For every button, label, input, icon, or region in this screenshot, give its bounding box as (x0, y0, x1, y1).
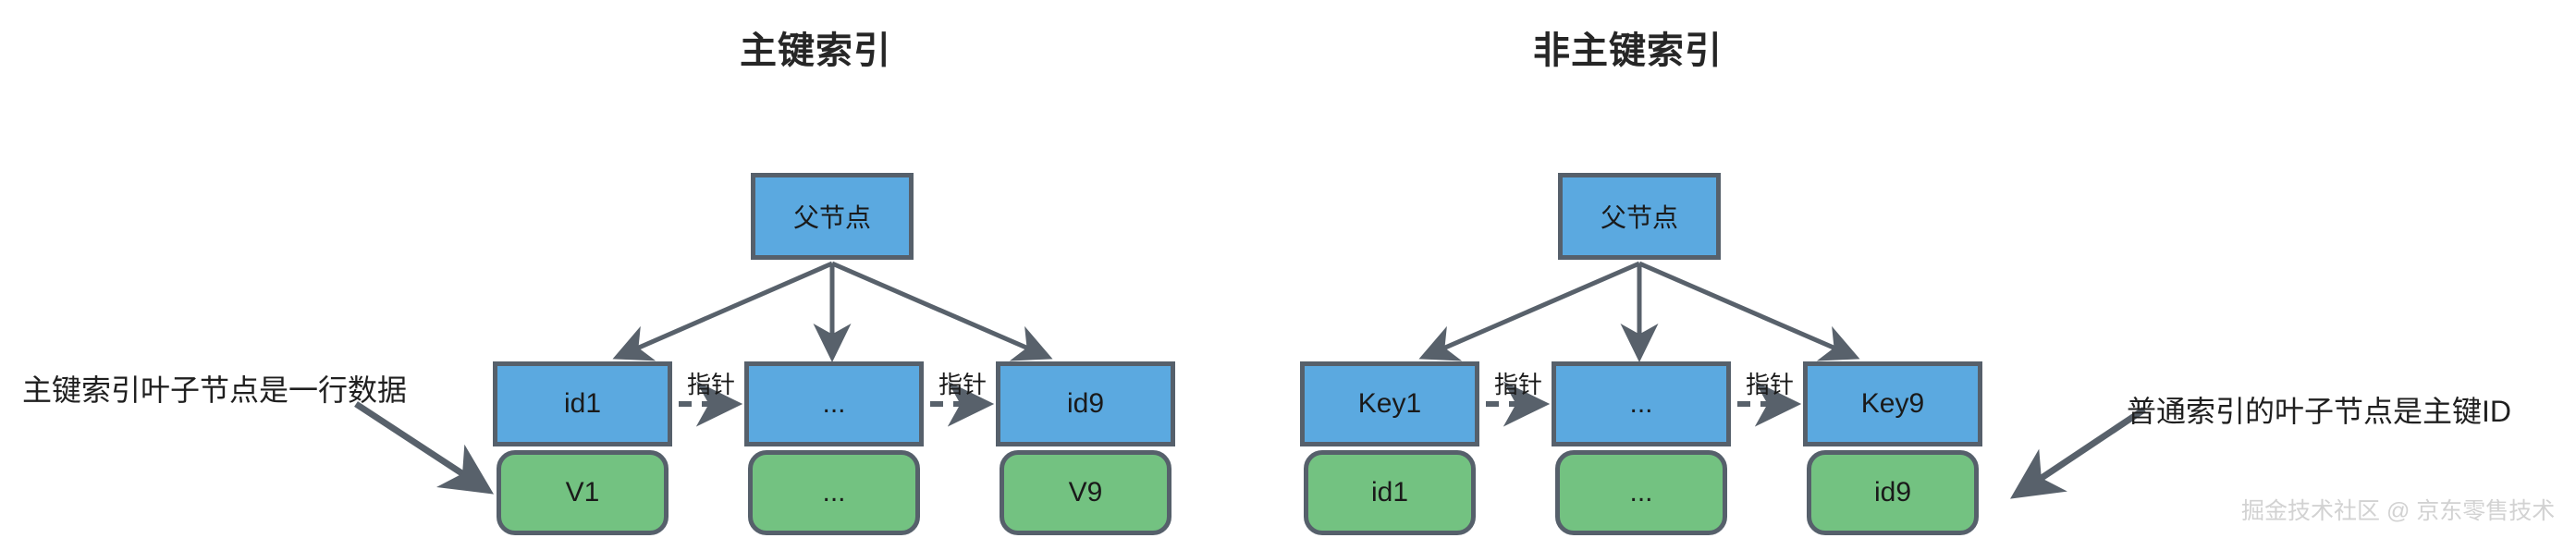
parent-node-primary-label: 父节点 (792, 203, 871, 232)
pointer-label-left-0: 指针 (686, 371, 735, 398)
index-node-left-1[interactable]: ... (744, 361, 924, 446)
index-node-right-2-label: Key9 (1860, 388, 1925, 419)
index-node-left-2[interactable]: id9 (996, 361, 1175, 446)
data-node-right-2[interactable]: id9 (1807, 450, 1979, 535)
data-node-right-2-label: id9 (1873, 477, 1912, 507)
pointer-label-right-0: 指针 (1493, 371, 1542, 398)
data-node-right-0[interactable]: id1 (1304, 450, 1476, 535)
index-node-left-0-label: id1 (563, 388, 602, 419)
right-tree-edges (1418, 261, 1860, 363)
panel-title-secondary-index: 非主键索引 (1533, 31, 1723, 71)
parent-node-secondary-label: 父节点 (1600, 203, 1678, 232)
pointer-label-right-1: 指针 (1745, 371, 1794, 398)
index-node-left-1-label: ... (822, 388, 846, 419)
index-node-right-0-label: Key1 (1357, 388, 1422, 419)
pointer-label-left-1: 指针 (938, 371, 987, 398)
index-node-left-0[interactable]: id1 (493, 361, 672, 446)
data-node-left-2-label: V9 (1068, 477, 1103, 507)
index-node-right-1[interactable]: ... (1552, 361, 1731, 446)
right-annotation-arrow (2010, 407, 2146, 499)
annotation-secondary-index: 普通索引的叶子节点是主键ID (2127, 395, 2512, 428)
index-node-left-2-label: id9 (1066, 388, 1105, 419)
left-tree-edges (612, 261, 1053, 363)
watermark-text: 掘金技术社区 @ 京东零售技术 (2241, 498, 2556, 524)
index-node-right-2[interactable]: Key9 (1803, 361, 1982, 446)
data-node-right-1-label: ... (1629, 477, 1653, 507)
left-annotation-arrow (354, 401, 495, 495)
parent-node-primary[interactable]: 父节点 (751, 173, 914, 260)
data-node-right-1[interactable]: ... (1555, 450, 1727, 535)
annotation-primary-key-index: 主键索引叶子节点是一行数据 (22, 373, 408, 407)
data-node-left-1-label: ... (822, 477, 846, 507)
data-node-left-1[interactable]: ... (748, 450, 920, 535)
panel-title-primary-key-index: 主键索引 (740, 31, 891, 71)
data-node-left-2[interactable]: V9 (1000, 450, 1171, 535)
parent-node-secondary[interactable]: 父节点 (1558, 173, 1721, 260)
data-node-left-0[interactable]: V1 (497, 450, 669, 535)
data-node-right-0-label: id1 (1370, 477, 1409, 507)
data-node-left-0-label: V1 (565, 477, 600, 507)
index-node-right-0[interactable]: Key1 (1300, 361, 1479, 446)
index-node-right-1-label: ... (1629, 388, 1653, 419)
